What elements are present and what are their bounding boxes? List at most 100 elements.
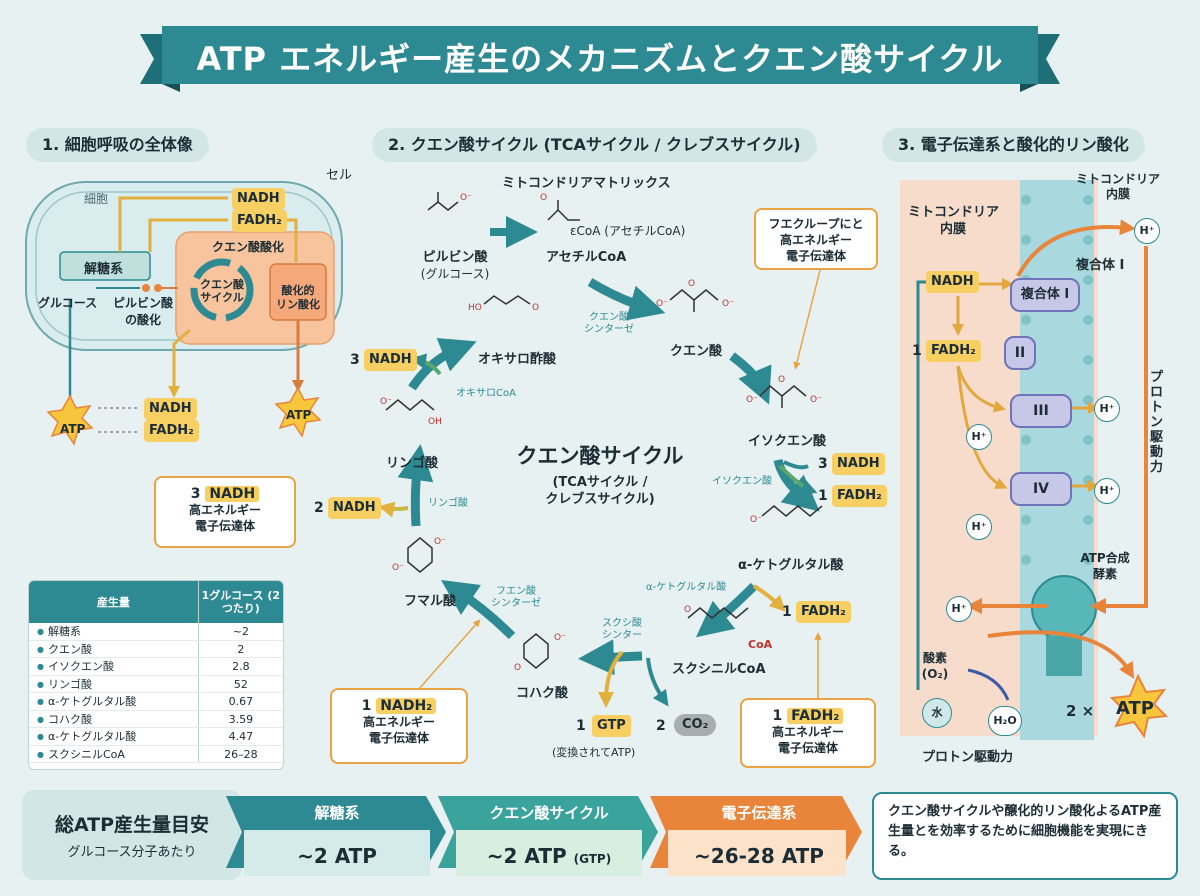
svg-text:O⁻: O⁻ bbox=[810, 395, 822, 405]
svg-text:O⁻: O⁻ bbox=[750, 515, 762, 525]
hplus-icon: H⁺ bbox=[1094, 478, 1120, 504]
iso-fadh2-count: 1 bbox=[818, 488, 828, 504]
overview-mid-nadh: NADH bbox=[144, 398, 197, 420]
pyruvate-ox-label: ピルビン酸の酸化 bbox=[112, 296, 173, 327]
succinate-label: コハク酸 bbox=[516, 686, 569, 701]
citrate-synthase-label: クエン酸シンターゼ bbox=[584, 312, 634, 335]
callout-left: 3 NADH 高エネルギー電子伝達体 bbox=[154, 476, 296, 548]
succinyl-coa-label: スクシニルCoA bbox=[672, 662, 766, 677]
hplus-icon: H⁺ bbox=[946, 596, 972, 622]
overview-mid-fadh2: FADH₂ bbox=[144, 420, 199, 442]
iso-nadh-tag: NADH bbox=[832, 453, 885, 475]
atp-star-left-icon bbox=[46, 394, 94, 446]
atp-star-right-icon bbox=[274, 386, 322, 438]
svg-text:O: O bbox=[688, 279, 695, 289]
iso-nadh-count: 3 bbox=[818, 456, 828, 472]
complex-i-label: 複合体 I bbox=[1076, 258, 1125, 273]
pyruvate-label: ピルビン酸(グルコース) bbox=[420, 250, 490, 281]
svg-text:O⁻: O⁻ bbox=[722, 299, 734, 309]
total-atp-title: 総ATP産生量目安 bbox=[54, 814, 210, 836]
coa-label: CoA bbox=[748, 638, 773, 651]
atp-right-label: ATP bbox=[286, 408, 312, 422]
akg-fadh2-tag: FADH₂ bbox=[796, 601, 851, 623]
cycle-center-subtitle: (TCAサイクル /クレブスサイクル) bbox=[545, 475, 655, 507]
glycolysis-label: 解糖系 bbox=[84, 262, 124, 277]
hplus-icon: H⁺ bbox=[966, 424, 992, 450]
stage-citric-cycle: クエン酸サイクル ~2 ATP (GTP) bbox=[486, 804, 612, 868]
hplus-icon: H⁺ bbox=[966, 514, 992, 540]
page-title: ATP エネルギー産生のメカニズムとクエン酸サイクル bbox=[196, 40, 1004, 78]
overview-nadh: NADH bbox=[232, 188, 285, 210]
complex-ii: II bbox=[1004, 336, 1036, 370]
svg-text:O: O bbox=[684, 605, 691, 615]
gtp-tag: GTP bbox=[592, 715, 631, 737]
oxaloacetate-label: オキサロ酢酸 bbox=[478, 352, 557, 367]
callout-bottom-right: 1 FADH₂ 高エネルギー電子伝達体 bbox=[740, 698, 876, 768]
atp-left-label: ATP bbox=[60, 422, 86, 436]
complex-iv: IV bbox=[1010, 472, 1072, 506]
svg-text:O⁻: O⁻ bbox=[380, 397, 392, 407]
gtp-count: 1 bbox=[576, 718, 586, 734]
section-title-cycle: 2. クエン酸サイクル (TCAサイクル / クレブスサイクル) bbox=[372, 128, 817, 162]
isocitrate-label: イソクエン酸 bbox=[748, 434, 827, 449]
svg-text:O⁻: O⁻ bbox=[460, 193, 472, 203]
fumarase-label: フエン酸シンターゼ bbox=[491, 586, 541, 609]
hplus-icon: H⁺ bbox=[1134, 218, 1160, 244]
callout-top: フエクループにと高エネルギー電子伝達体 bbox=[754, 208, 878, 270]
svg-text:OH: OH bbox=[428, 417, 442, 427]
fumarate-label: フマル酸 bbox=[404, 594, 457, 609]
complex-i: 複合体 I bbox=[1010, 278, 1080, 312]
svg-text:O⁻: O⁻ bbox=[434, 537, 446, 547]
acetyl-coa-label: アセチルCoA bbox=[546, 250, 627, 265]
malate-nadh-count: 2 bbox=[314, 500, 324, 516]
etc-membrane-label: ミトコンドリア内膜 bbox=[1075, 172, 1160, 201]
h2o-icon: H₂O bbox=[988, 706, 1022, 736]
gtp-note: (変換されてATP) bbox=[552, 746, 636, 759]
acetyl-coa-note: εCoA (アセチルCoA) bbox=[570, 224, 686, 238]
atp-star-etc-icon bbox=[1109, 673, 1169, 739]
section-title-overview: 1. 細胞呼吸の全体像 bbox=[26, 128, 209, 162]
glucose-label: グルコース bbox=[38, 296, 98, 310]
section-title-etc: 3. 電子伝達系と酸化的リン酸化 bbox=[882, 128, 1145, 162]
akg-enzyme-label: α-ケトグルタル酸 bbox=[646, 582, 727, 593]
callout-bottom-left: 1 NADH₂ 高エネルギー電子伝達体 bbox=[330, 688, 468, 764]
atp-etc-label: ATP bbox=[1116, 698, 1155, 719]
yield-table-header: 産生量 1グルコース (2つたり) bbox=[29, 581, 283, 623]
table-row: 解糖系~2 bbox=[29, 623, 283, 641]
yield-header-value: 1グルコース (2つたり) bbox=[197, 581, 283, 623]
svg-text:O: O bbox=[532, 303, 539, 313]
etc-matrix-label: ミトコンドリア内膜 bbox=[908, 205, 1000, 237]
etc-fadh2-count: 1 bbox=[912, 343, 922, 359]
cell-inner-label: 細胞 bbox=[84, 192, 109, 206]
oxygen-label: 酸素(O₂) bbox=[921, 651, 949, 681]
akg-fadh2-count: 1 bbox=[782, 604, 792, 620]
malate-label: リンゴ酸 bbox=[386, 456, 439, 471]
atp-multiplier: 2 × bbox=[1066, 702, 1095, 720]
oxalo-nadh-tag: NADH bbox=[364, 349, 417, 371]
malate-enzyme-label: リンゴ酸 bbox=[428, 498, 468, 509]
malate-nadh-tag: NADH bbox=[328, 497, 381, 519]
overview-fadh2: FADH₂ bbox=[232, 210, 287, 232]
oxaloacetate-enzyme-label: オキサロCoA bbox=[456, 388, 516, 399]
oxalo-nadh-count: 3 bbox=[350, 352, 360, 368]
svg-text:O⁻: O⁻ bbox=[746, 395, 758, 405]
cycle-label: クエン酸サイクル bbox=[200, 278, 244, 304]
title-ribbon: ATP エネルギー産生のメカニズムとクエン酸サイクル bbox=[140, 26, 1060, 92]
citric-ox-label: クエン酸酸化 bbox=[212, 240, 285, 254]
yield-header-name: 産生量 bbox=[96, 595, 130, 609]
co2-tag: CO₂ bbox=[674, 714, 717, 736]
svg-text:O: O bbox=[778, 375, 785, 385]
stage-etc: 電子伝達系 ~26-28 ATP bbox=[694, 804, 824, 868]
water-icon: 水 bbox=[922, 698, 952, 728]
stage-glycolysis: 解糖系 ~2 ATP bbox=[297, 804, 377, 868]
iso-fadh2-tag: FADH₂ bbox=[832, 485, 887, 507]
cell-label: セル bbox=[326, 168, 353, 183]
complex-iii: III bbox=[1010, 394, 1072, 428]
